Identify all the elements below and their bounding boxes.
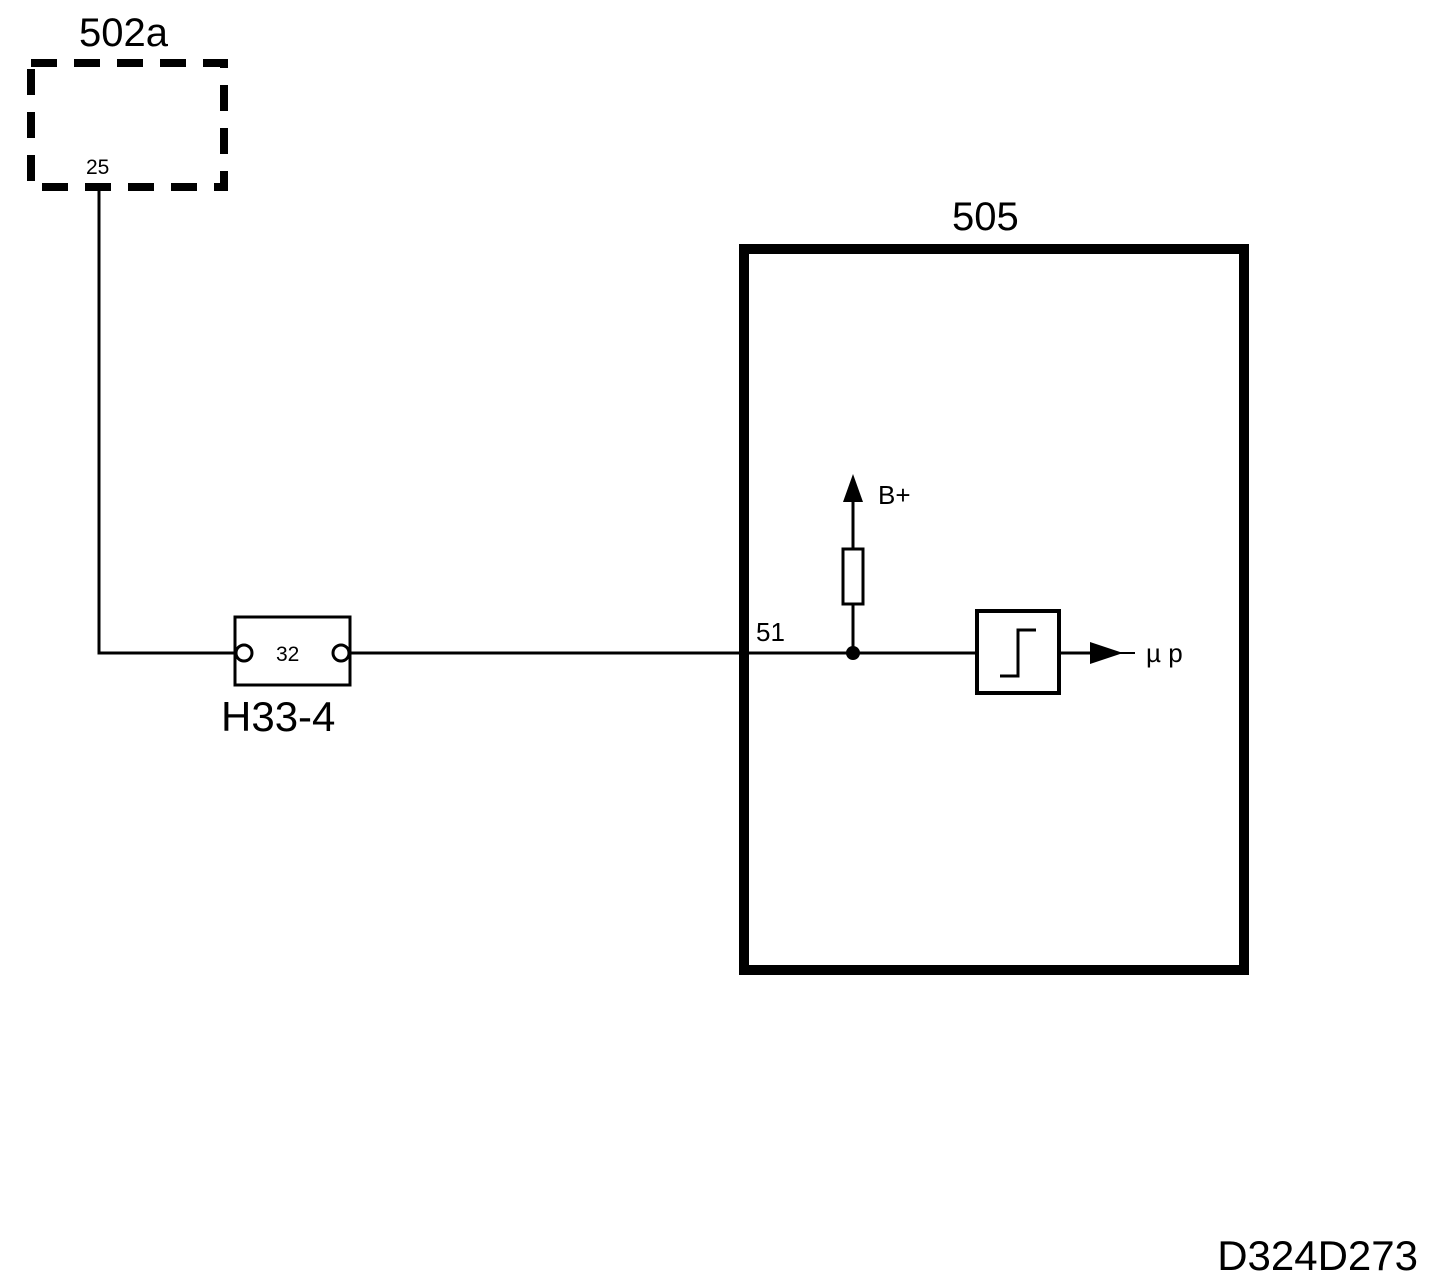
drawing-id: D324D273	[1217, 1232, 1418, 1279]
wire-502a-to-connector	[97, 190, 236, 655]
output-label: µ p	[1146, 638, 1183, 668]
connector-h33-4-left-terminal	[234, 643, 254, 663]
schmitt-trigger-icon	[1000, 628, 1036, 678]
module-505-label: 505	[952, 195, 1019, 239]
supply-arrow-icon	[843, 474, 863, 502]
supply-label: B+	[878, 480, 911, 510]
module-505-box	[739, 244, 1249, 975]
module-502a-label: 502a	[79, 11, 169, 55]
module-502a-box	[27, 59, 228, 191]
connector-h33-4-pin-label: 32	[276, 643, 299, 666]
module-502a-pin-label: 25	[86, 156, 109, 179]
pullup-resistor	[841, 547, 865, 606]
connector-h33-4-label: H33-4	[221, 693, 335, 740]
output-arrow-icon	[1090, 642, 1123, 664]
connector-h33-4-right-terminal	[331, 643, 351, 663]
module-505-pin-label: 51	[756, 617, 785, 647]
